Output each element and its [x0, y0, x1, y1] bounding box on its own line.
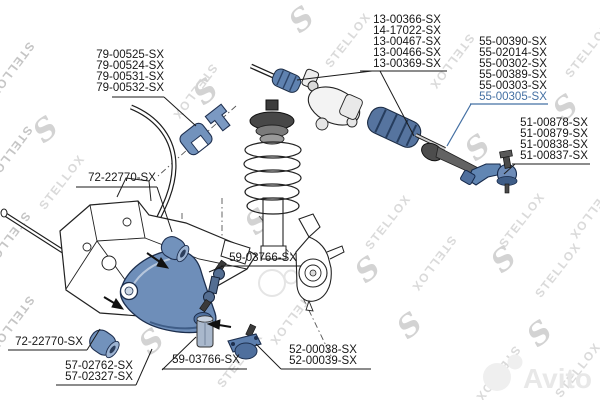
avito-watermark: Avito — [483, 354, 592, 394]
part-number: 51-00838-SX — [520, 139, 588, 151]
part-number: 59-03766-SX — [229, 252, 297, 264]
label-group-subframe-upper: 72-22770-SX — [86, 172, 158, 184]
part-number: 51-00837-SX — [520, 150, 588, 162]
faint-stamp — [258, 269, 299, 297]
part-number: 55-00303-SX — [479, 80, 547, 92]
part-number: 13-00369-SX — [373, 58, 441, 70]
label-group-tie-rod-axial: 55-00390-SX 55-02014-SX 55-00302-SX 55-0… — [477, 36, 549, 103]
part-number: 13-00467-SX — [373, 36, 441, 48]
avito-wordmark: Avito — [523, 363, 592, 394]
part-number: 13-00466-SX — [373, 47, 441, 59]
part-number: 52-00038-SX — [289, 344, 357, 356]
part-number: 79-00532-SX — [96, 82, 164, 94]
part-number: 52-00039-SX — [289, 355, 357, 367]
subframe-bushing-upper — [160, 236, 190, 263]
label-group-stab-link-middle: 59-03766-SX — [226, 252, 300, 264]
steering-knuckle — [295, 213, 345, 312]
label-group-arm-bushings: 57-02762-SX 57-02327-SX — [62, 360, 136, 383]
part-number: 51-00879-SX — [520, 128, 588, 140]
tie-rod-end — [460, 149, 518, 194]
part-number: 55-00302-SX — [479, 58, 547, 70]
label-group-tie-rod-end: 51-00878-SX 51-00879-SX 51-00838-SX 51-0… — [518, 117, 590, 162]
label-group-subframe-lower: 72-22770-SX — [10, 336, 88, 348]
avito-logo-circle-small — [507, 354, 523, 370]
label-group-ball-joint: 52-00038-SX 52-00039-SX — [286, 344, 360, 367]
label-group-stab-link-lower: 59-03766-SX — [168, 354, 244, 366]
label-group-steering-rack: 13-00366-SX 14-17022-SX 13-00467-SX 13-0… — [368, 14, 446, 70]
part-number-highlighted: 55-00305-SX — [479, 91, 547, 103]
part-number: 57-02762-SX — [65, 360, 133, 372]
steering-rack — [249, 63, 446, 151]
part-number: 55-00390-SX — [479, 36, 547, 48]
assembly-arrows — [103, 252, 232, 330]
part-number: 79-00524-SX — [96, 60, 164, 72]
part-number: 59-03766-SX — [172, 354, 240, 366]
part-number: 55-00389-SX — [479, 69, 547, 81]
stabilizer-link — [199, 259, 227, 313]
highlight-leader-line — [446, 103, 548, 147]
avito-logo-circle-large — [483, 363, 511, 391]
strut-assembly — [243, 99, 302, 260]
label-leader-lines — [8, 70, 590, 386]
part-number: 57-02327-SX — [65, 371, 133, 383]
rack-boot-right — [367, 106, 422, 148]
part-number: 55-02014-SX — [479, 47, 547, 59]
stabilizer-bushing — [179, 122, 213, 156]
ball-joint — [227, 323, 262, 360]
part-number: 79-00525-SX — [96, 49, 164, 61]
arm-rear-bushing — [196, 315, 214, 348]
part-number: 72-22770-SX — [88, 172, 156, 184]
rack-boot-left — [271, 68, 302, 93]
part-number: 51-00878-SX — [520, 117, 588, 129]
stabilizer-clamp — [204, 103, 231, 132]
part-number: 79-00531-SX — [96, 71, 164, 83]
part-number: 72-22770-SX — [15, 336, 83, 348]
subframe-bushing-lower — [89, 329, 120, 359]
label-group-stabilizer-mounts: 79-00525-SX 79-00524-SX 79-00531-SX 79-0… — [94, 49, 164, 94]
part-number: 14-17022-SX — [373, 25, 441, 37]
part-number: 13-00366-SX — [373, 14, 441, 26]
